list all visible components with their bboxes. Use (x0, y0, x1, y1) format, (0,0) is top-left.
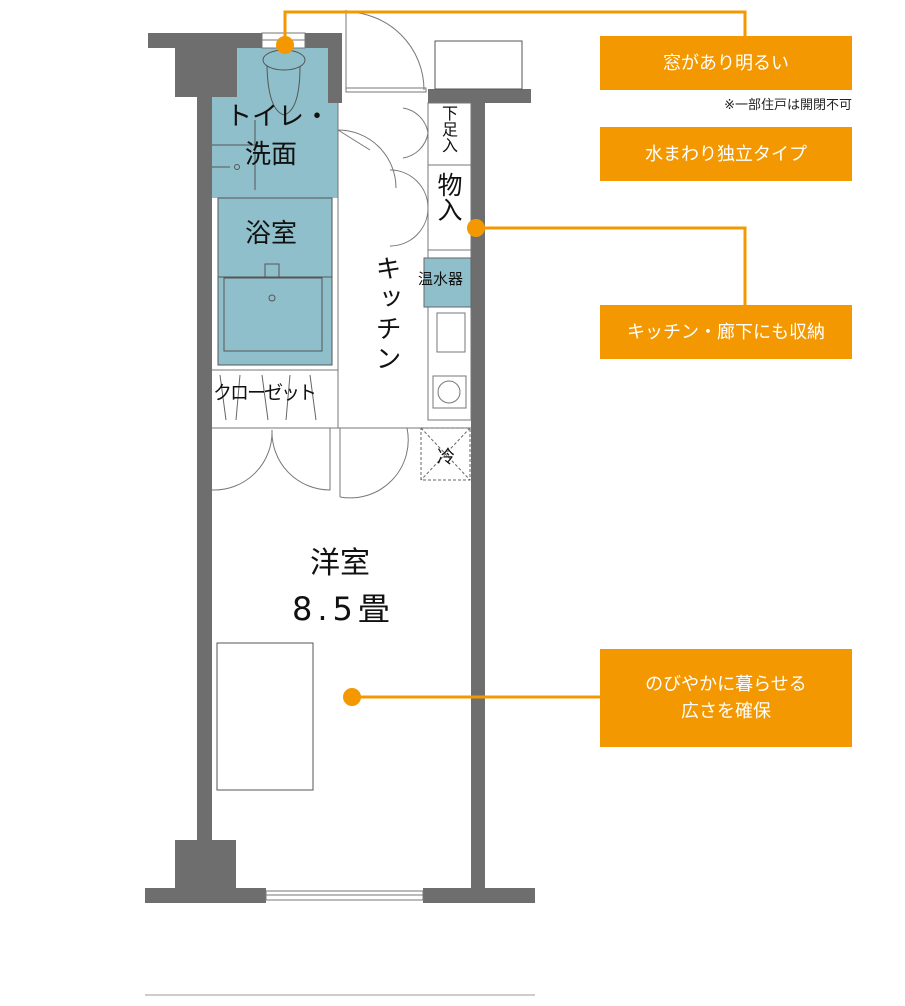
western-room-size: 8.5畳 (292, 590, 395, 628)
toilet-label: トイレ・ (226, 102, 331, 132)
bath-label: 浴室 (245, 219, 298, 249)
closet-label: クローゼット (213, 382, 317, 404)
water-heater (423, 257, 472, 308)
washroom-label: 洗面 (245, 140, 298, 170)
callout-lines (283, 10, 747, 699)
walls (145, 33, 535, 903)
window-note: ※一部住戸は開閉不可 (724, 98, 852, 113)
water-heater-label: 温水器 (418, 270, 464, 288)
shoe-storage-label: 下足入 (439, 105, 458, 153)
callout-separate-water-area: 水まわり独立タイプ (600, 127, 852, 181)
callout-spacious-line2: 広さを確保 (681, 701, 771, 722)
callout-dot-room (343, 688, 361, 706)
western-room-label: 洋室 (310, 546, 370, 581)
kitchen-label: キッチン (371, 255, 401, 375)
fridge-space (420, 427, 471, 481)
entrance-step (434, 40, 523, 90)
callout-storage: キッチン・廊下にも収納 (600, 305, 852, 359)
entrance-door (345, 10, 425, 91)
callout-dot-window (276, 36, 294, 54)
bath-area (217, 197, 333, 366)
callout-bright-window: 窓があり明るい (600, 36, 852, 90)
callout-spacious-line1: のびやかに暮らせる (645, 674, 807, 695)
fridge-label: 冷 (437, 447, 455, 468)
callout-spacious: のびやかに暮らせる 広さを確保 (600, 649, 852, 747)
callout-dot-storage (467, 219, 485, 237)
storage-label: 物入 (434, 172, 463, 222)
